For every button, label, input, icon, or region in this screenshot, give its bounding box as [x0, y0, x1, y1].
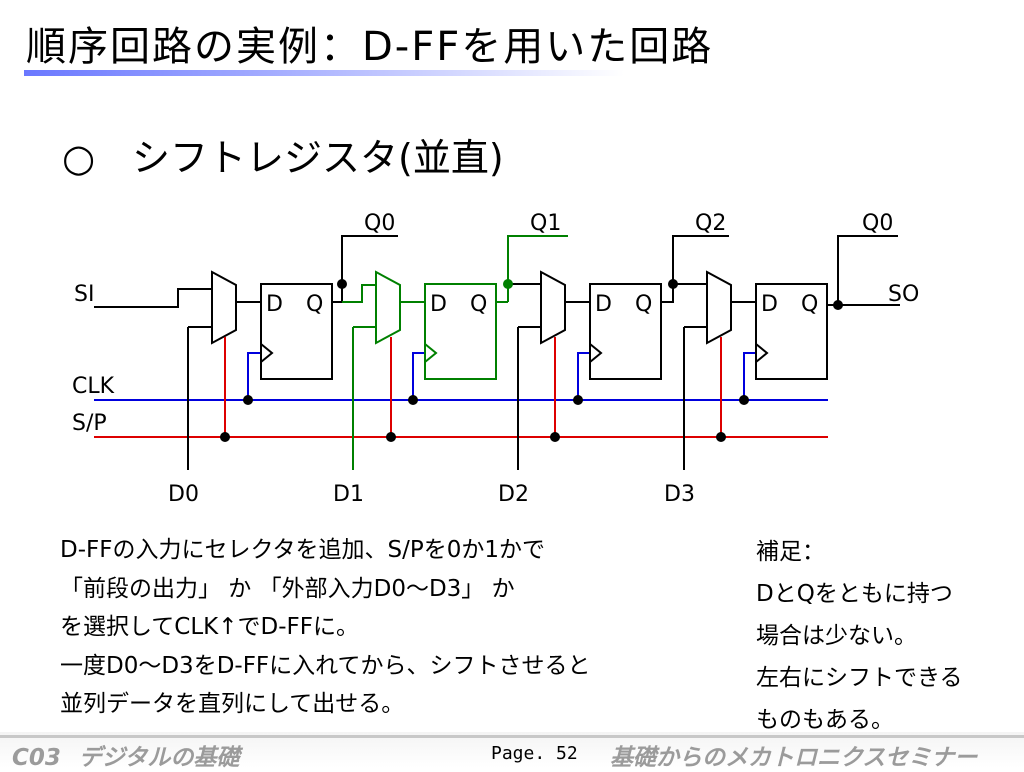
dff1-q-pin: Q — [306, 292, 323, 317]
junction-dot — [408, 395, 418, 405]
d3-label: D3 — [664, 482, 695, 507]
subtitle: ○ シフトレジスタ(並直) — [62, 127, 504, 182]
q2-output-label: Q2 — [695, 211, 726, 236]
dff3-clk-mark — [589, 343, 603, 363]
footer-divider — [0, 735, 1024, 738]
clk-3 — [577, 352, 590, 400]
dff3-d-pin: D — [595, 292, 612, 317]
dff4-d-pin: D — [761, 292, 778, 317]
junction-dot — [668, 279, 678, 289]
course-code: C03 — [12, 745, 61, 771]
junction-dot — [243, 395, 253, 405]
dff-1 — [260, 283, 333, 380]
clk-label: CLK — [72, 374, 115, 399]
clk-2 — [412, 352, 425, 400]
junction-dot — [337, 279, 347, 289]
subtitle-text: シフトレジスタ(並直) — [132, 136, 504, 180]
dff2-clk-mark — [424, 343, 438, 363]
dff-4 — [755, 283, 828, 380]
junction-dot — [833, 300, 843, 310]
footer — [0, 732, 1024, 768]
d2-label: D2 — [498, 482, 529, 507]
mux-3 — [540, 270, 566, 345]
page-number: Page. 52 — [491, 743, 578, 764]
series-name: 基礎からのメカトロニクスセミナー — [610, 745, 978, 771]
dff3-q-pin: Q — [635, 292, 652, 317]
so-label: SO — [888, 282, 919, 307]
note-line: ものもある。 — [756, 707, 894, 733]
clk-4 — [743, 352, 756, 400]
description-line: 並列データを直列にして出せる。 — [60, 691, 405, 717]
title-underline — [24, 70, 624, 76]
junction-dot — [550, 432, 560, 442]
note-line: 場合は少ない。 — [756, 623, 917, 649]
description-line: D-FFの入力にセレクタを追加、S/Pを0か1かで — [60, 537, 546, 563]
dff2-d-pin: D — [430, 292, 447, 317]
note-title: 補足： — [756, 539, 825, 565]
supplement-note: 補足： DとQをともに持つ場合は少ない。左右にシフトできるものもある。 — [756, 531, 963, 741]
q0-output-label: Q0 — [364, 211, 395, 236]
description-line: 「前段の出力」 か 「外部入力D0～D3」 か — [60, 575, 515, 602]
mux-1 — [211, 270, 237, 345]
dff-2 — [424, 283, 497, 380]
si-wire — [94, 288, 212, 308]
note-line: DとQをともに持つ — [756, 581, 953, 607]
chapter-name: デジタルの基礎 — [78, 745, 240, 771]
q0-wire — [332, 235, 398, 303]
dff2-q-pin: Q — [470, 292, 487, 317]
footer-course: C03 デジタルの基礎 — [12, 738, 239, 772]
feed-1-2 — [342, 284, 376, 303]
slide-title: 順序回路の実例：D-FFを用いた回路 — [26, 24, 714, 70]
q2-wire — [661, 235, 729, 303]
description-line: を選択してCLK↑でD-FFに。 — [60, 614, 360, 640]
mux-4 — [706, 270, 732, 345]
description-line: 一度D0～D3をD-FFに入れてから、シフトさせると — [60, 652, 591, 679]
junction-dot — [739, 395, 749, 405]
dff1-d-pin: D — [266, 292, 283, 317]
q3-output-label: Q0 — [862, 211, 893, 236]
junction-dot — [716, 432, 726, 442]
si-label: SI — [74, 282, 94, 307]
dff-3 — [589, 283, 662, 380]
dff4-clk-mark — [755, 343, 769, 363]
junction-dot — [386, 432, 396, 442]
q3-wire — [837, 235, 898, 305]
q1-output-label: Q1 — [530, 211, 561, 236]
q1-wire — [507, 235, 568, 302]
d0-label: D0 — [168, 482, 199, 507]
junction-dot — [503, 279, 513, 289]
d1-label: D1 — [333, 482, 364, 507]
note-line: 左右にシフトできる — [756, 665, 963, 691]
dff1-clk-mark — [260, 343, 274, 363]
junction-dot — [220, 432, 230, 442]
junction-dot — [573, 395, 583, 405]
dff4-q-pin: Q — [801, 292, 818, 317]
sp-label: S/P — [72, 411, 107, 436]
bullet-circle-icon: ○ — [62, 136, 96, 180]
mux-2 — [375, 270, 401, 345]
clk-1 — [247, 352, 261, 400]
description: D-FFの入力にセレクタを追加、S/Pを0か1かで「前段の出力」 か 「外部入力… — [60, 531, 590, 724]
